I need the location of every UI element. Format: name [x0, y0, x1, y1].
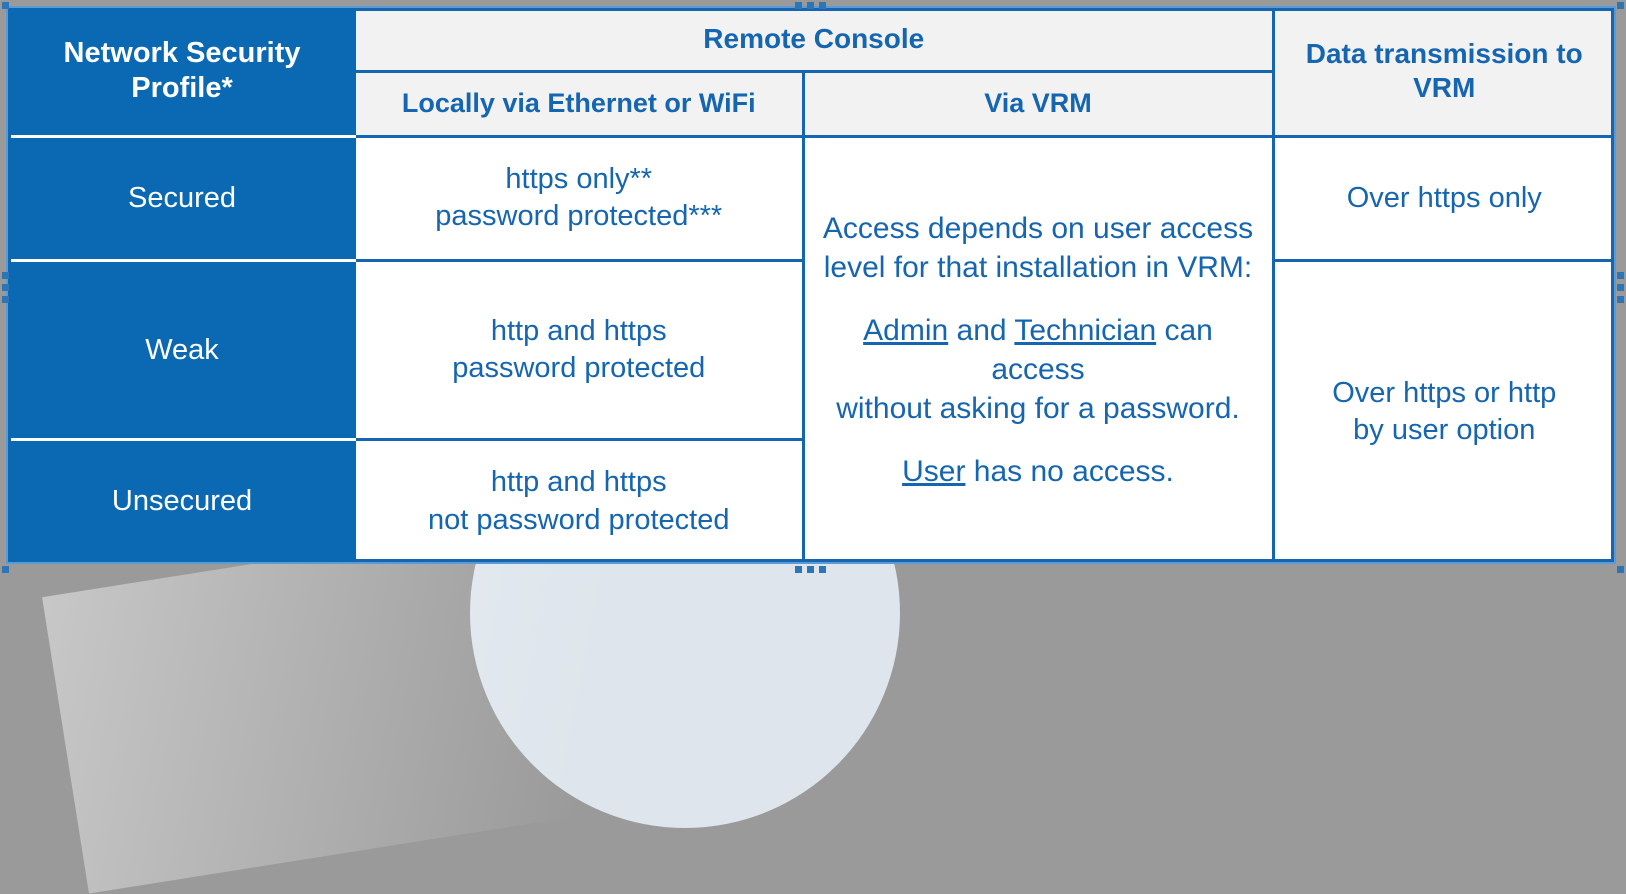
vrm-p1-line2: level for that installation in VRM:: [823, 250, 1253, 284]
cell-local-secured-line2: password protected***: [435, 200, 723, 233]
vrm-link-user[interactable]: User: [902, 454, 966, 488]
vrm-link-technician[interactable]: Technician: [1014, 313, 1157, 347]
cell-profile-unsecured: Unsecured: [8, 439, 356, 562]
vrm-p3-suffix: has no access.: [965, 454, 1174, 488]
cell-transmission-merged-line1: Over https or http: [1332, 376, 1557, 409]
cell-transmission-secured: Over https only: [1271, 136, 1614, 263]
header-remote-console: Remote Console: [356, 8, 1273, 74]
header-via-vrm: Via VRM: [801, 71, 1273, 138]
table-row-secured: Secured https only** password protected*…: [8, 136, 1614, 562]
resize-handle-top-right[interactable]: [1617, 2, 1624, 9]
vrm-p2-line2: without asking for a password.: [836, 391, 1240, 425]
table-row-unsecured: Unsecured http and https not password pr…: [8, 439, 1614, 562]
resize-handle-right[interactable]: [1617, 272, 1624, 303]
cell-local-unsecured: http and https not password protected: [356, 439, 803, 562]
cell-local-unsecured-line2: not password protected: [428, 503, 730, 536]
cell-profile-weak: Weak: [8, 260, 356, 442]
cell-local-weak: http and https password protected: [356, 260, 803, 442]
cell-local-weak-line2: password protected: [452, 352, 706, 385]
header-network-security-profile: Network Security Profile*: [8, 8, 356, 138]
cell-via-vrm-merged: Access depends on user access level for …: [801, 136, 1273, 562]
vrm-paragraph-1: Access depends on user access level for …: [813, 209, 1264, 287]
vrm-spacer-1: [813, 287, 1264, 311]
vrm-link-admin[interactable]: Admin: [863, 313, 949, 347]
table-header-row-1: Network Security Profile* Remote Console…: [8, 8, 1614, 138]
cell-transmission-merged-line2: by user option: [1353, 414, 1536, 447]
vrm-p2-mid: and: [948, 313, 1015, 347]
resize-handle-bottom[interactable]: [795, 566, 826, 573]
cell-local-secured: https only** password protected***: [356, 136, 803, 263]
cell-local-weak-line1: http and https: [490, 314, 667, 347]
vrm-paragraph-3: User has no access.: [813, 452, 1264, 491]
vrm-spacer-2: [813, 428, 1264, 452]
header-locally-via-ethernet-or-wifi: Locally via Ethernet or WiFi: [356, 71, 803, 138]
table-row-weak: Weak http and https password protected O…: [8, 260, 1614, 562]
vrm-p1-line1: Access depends on user access: [822, 211, 1254, 245]
vrm-p2-line1: Admin and Technician can access: [813, 311, 1264, 389]
cell-local-secured-line1: https only**: [505, 163, 653, 196]
network-security-profile-table[interactable]: Network Security Profile* Remote Console…: [8, 8, 1614, 562]
cell-local-unsecured-line1: http and https: [490, 466, 667, 499]
vrm-paragraph-2: Admin and Technician can access without …: [813, 311, 1264, 428]
resize-handle-bottom-left[interactable]: [2, 566, 9, 573]
table-header-row-2: Locally via Ethernet or WiFi Via VRM: [8, 71, 1614, 138]
resize-handle-bottom-right[interactable]: [1617, 566, 1624, 573]
cell-transmission-merged: Over https or http by user option: [1271, 260, 1614, 562]
cell-profile-secured: Secured: [8, 136, 356, 263]
header-data-transmission-to-vrm: Data transmission to VRM: [1271, 8, 1614, 138]
vrm-p2-suffix: can access: [991, 313, 1213, 386]
